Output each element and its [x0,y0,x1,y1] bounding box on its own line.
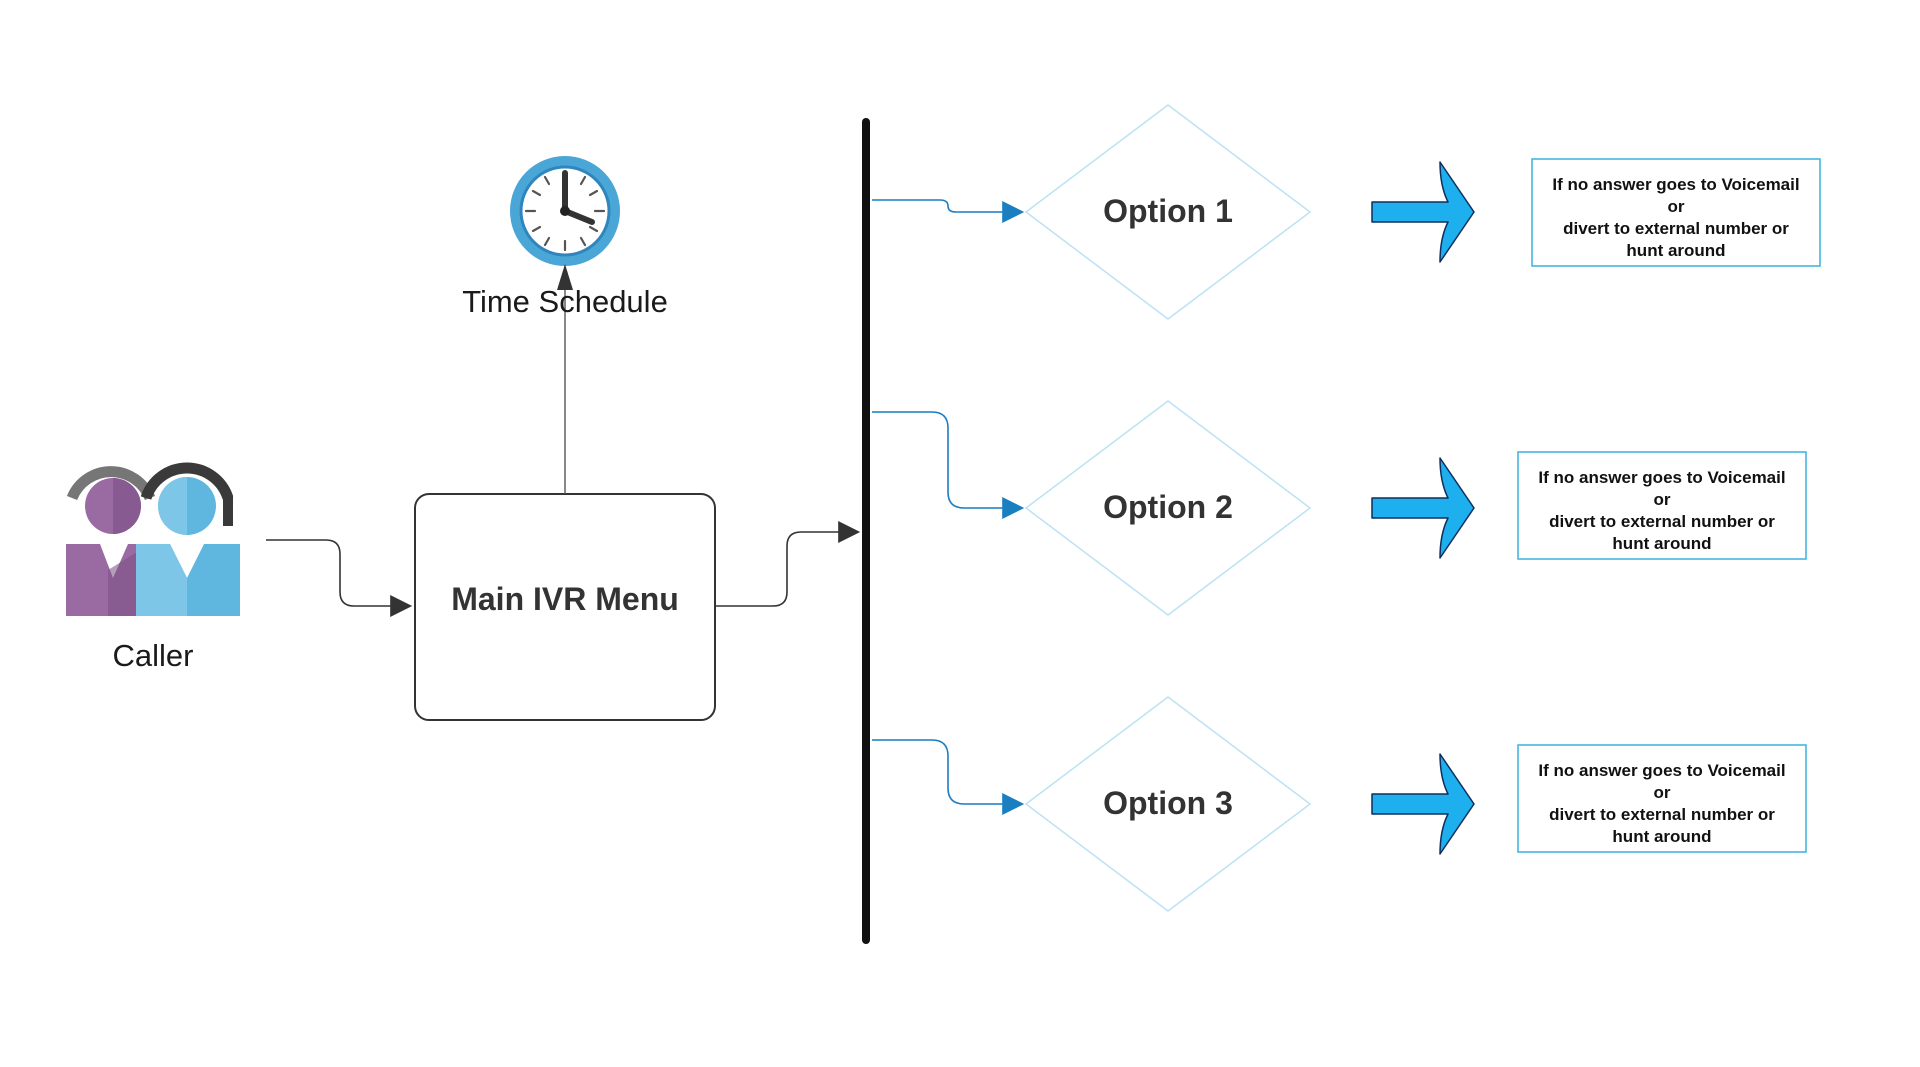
outcome-3-line-3: divert to external number or [1549,805,1775,824]
outcome-1-line-3: divert to external number or [1563,219,1789,238]
branch-connector-2 [872,411,1025,519]
outcome-2-line-1: If no answer goes to Voicemail [1538,468,1785,487]
option-2-node: Option 2 [1025,400,1311,616]
outcome-arrow-2 [1371,457,1475,559]
outcome-1-line-4: hunt around [1626,241,1725,260]
outcome-3-line-1: If no answer goes to Voicemail [1538,761,1785,780]
option-1-label: Option 1 [1103,193,1233,229]
outcome-1-line-1: If no answer goes to Voicemail [1552,175,1799,194]
caller-icon [66,462,240,616]
outcome-2-line-2: or [1654,490,1671,509]
caller-label: Caller [113,638,194,673]
outcome-arrow-1 [1371,161,1475,263]
schedule-arrowhead [557,264,573,290]
caller-to-menu-connector [266,539,413,617]
branch-connector-3 [872,739,1025,815]
outcome-2-line-4: hunt around [1612,534,1711,553]
outcome-box-3: If no answer goes to Voicemail or divert… [1517,744,1807,853]
outcome-3-line-2: or [1654,783,1671,802]
main-ivr-menu-label: Main IVR Menu [451,581,679,617]
option-2-label: Option 2 [1103,489,1233,525]
option-3-label: Option 3 [1103,785,1233,821]
branch-connector-1 [872,199,1025,223]
outcome-3-line-4: hunt around [1612,827,1711,846]
outcome-arrow-3 [1371,753,1475,855]
option-1-node: Option 1 [1025,104,1311,320]
menu-to-bus-connector [715,521,861,607]
outcome-1-line-2: or [1668,197,1685,216]
outcome-2-line-3: divert to external number or [1549,512,1775,531]
time-schedule-label: Time Schedule [462,284,668,319]
outcome-box-1: If no answer goes to Voicemail or divert… [1531,158,1821,267]
option-3-node: Option 3 [1025,696,1311,912]
clock-icon [510,156,620,266]
outcome-box-2: If no answer goes to Voicemail or divert… [1517,451,1807,560]
